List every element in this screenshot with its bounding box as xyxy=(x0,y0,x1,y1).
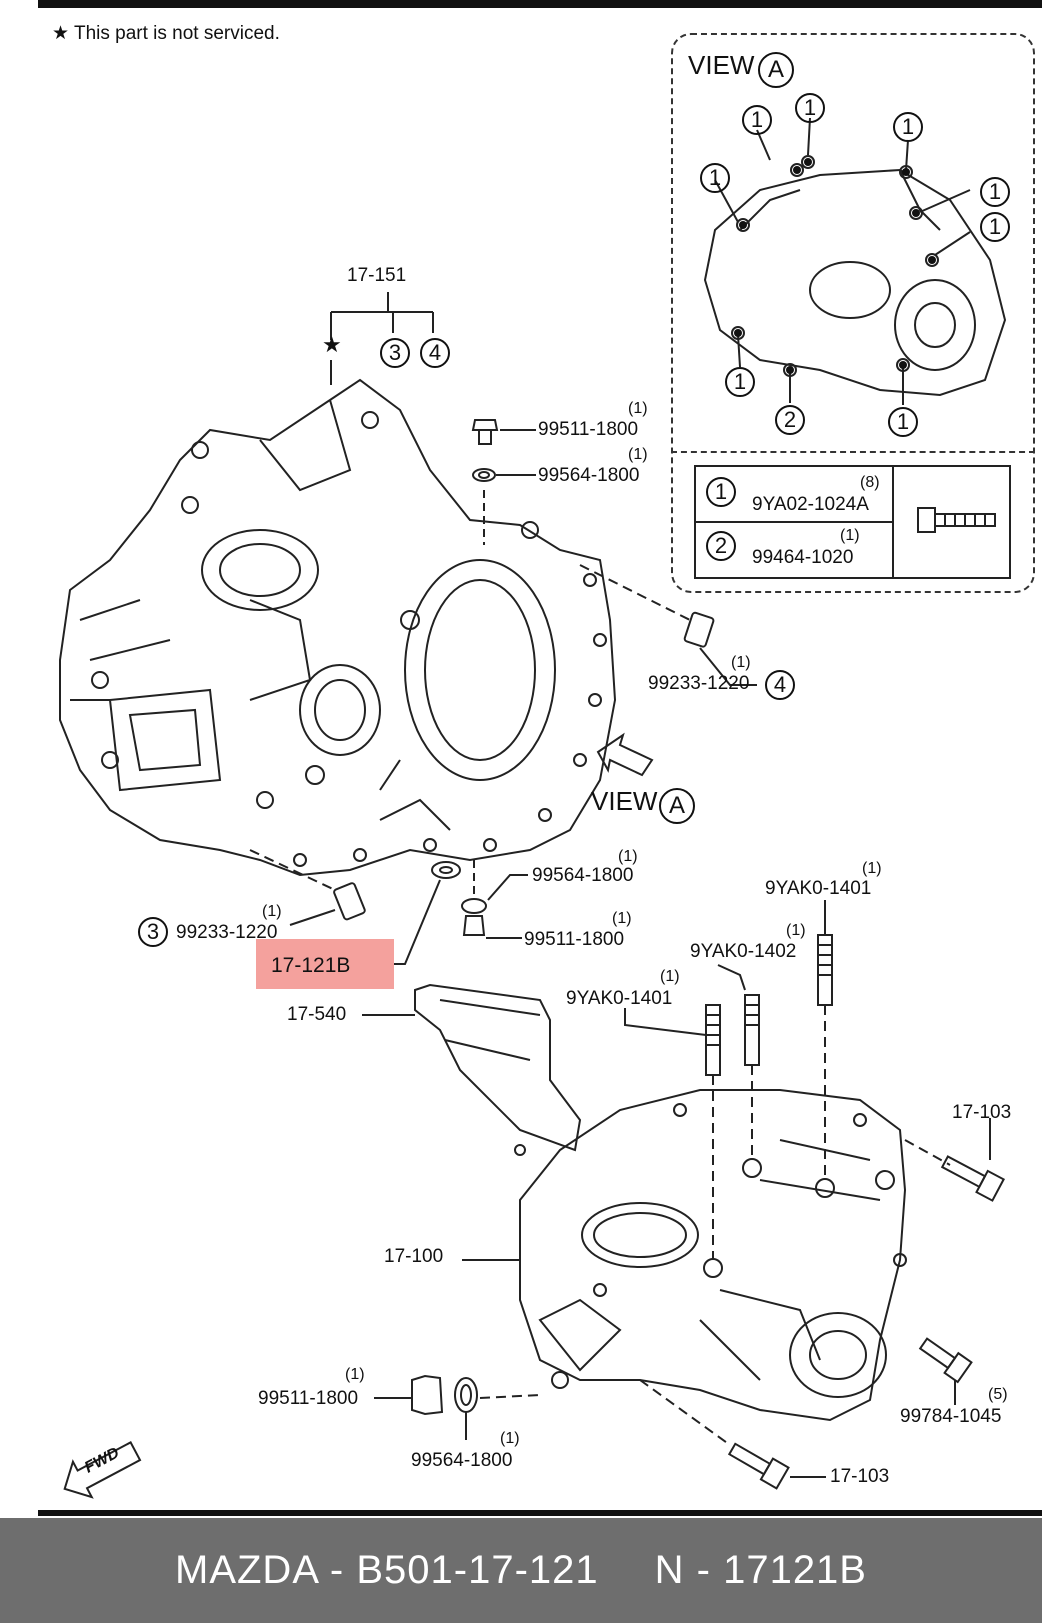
qty-label: (1) xyxy=(786,922,806,939)
bolt-ref-circle: 1 xyxy=(980,177,1010,207)
part-17-103-bottom-label: 17-103 xyxy=(830,1466,890,1487)
part-99564-mid-label: 99564-1800 xyxy=(532,865,634,886)
view-a-word: VIEW xyxy=(591,786,658,816)
view-a-inset-word: VIEW xyxy=(688,50,755,80)
part-99511-top-label: 99511-1800 xyxy=(538,419,639,440)
qty-label: (1) xyxy=(628,446,648,463)
parts-ref-circle: 2 xyxy=(706,531,736,561)
view-a-callout: VIEW xyxy=(591,786,657,817)
transmission-case-drawing xyxy=(519,1089,907,1422)
parts-qty: (8) xyxy=(860,474,880,491)
ref-circle-4: 4 xyxy=(765,670,795,700)
qty-label: (1) xyxy=(500,1430,520,1447)
qty-label: (1) xyxy=(612,910,632,927)
part-17-100-label: 17-100 xyxy=(384,1246,444,1267)
part-99233-left-label: 99233-1220 xyxy=(176,922,278,943)
part-9YAK0-1401-a-label: 9YAK0-1401 xyxy=(765,878,872,899)
parts-table xyxy=(694,465,1012,579)
bolt-17-103-top xyxy=(940,1155,1005,1202)
dowel-pin-right xyxy=(683,611,715,648)
parts-code: 9YA02-1024A xyxy=(752,494,869,515)
exploded-view-drawing xyxy=(59,117,1007,1499)
part-17-540-label: 17-540 xyxy=(287,1004,347,1025)
part-99564-top-label: 99564-1800 xyxy=(538,465,640,486)
part-99784-label: 99784-1045 xyxy=(900,1406,1002,1427)
part-17-121B-label: 17-121B xyxy=(271,954,351,977)
part-17-103-top-label: 17-103 xyxy=(952,1102,1012,1123)
bolt-ref-circle: 1 xyxy=(888,407,918,437)
not-serviced-note: ★ This part is not serviced. xyxy=(52,23,280,44)
parts-table-bolt-cell xyxy=(891,465,1012,579)
part-99511-bottom-label: 99511-1800 xyxy=(258,1388,359,1409)
ref-circle-3: 3 xyxy=(380,338,410,368)
sheet-bottom-rule xyxy=(38,1510,1042,1516)
fwd-arrow-icon xyxy=(63,1441,142,1499)
view-a-inset-title: VIEW xyxy=(688,50,754,81)
part-number-footer: MAZDA - B501-17-121 N - 17121B xyxy=(0,1518,1042,1623)
qty-label: (1) xyxy=(660,968,680,985)
clutch-housing-drawing xyxy=(59,378,617,877)
bolt-99784 xyxy=(918,1337,973,1384)
ref-circle-3: 3 xyxy=(138,917,168,947)
part-99511-mid-label: 99511-1800 xyxy=(524,929,625,950)
qty-label: (1) xyxy=(618,848,638,865)
view-a-inset xyxy=(671,33,1035,593)
qty-label: (5) xyxy=(988,1386,1008,1403)
qty-label: (1) xyxy=(345,1366,365,1383)
qty-label: (1) xyxy=(862,860,882,877)
qty-label: (1) xyxy=(628,400,648,417)
bolt-ref-circle: 1 xyxy=(700,163,730,193)
view-a-divider xyxy=(671,451,1035,453)
view-a-inset-letter: A xyxy=(758,52,794,88)
bolt-17-103-bottom xyxy=(727,1442,790,1490)
part-9YAK0-1401-b-label: 9YAK0-1401 xyxy=(566,988,673,1009)
star-icon: ★ xyxy=(322,332,342,357)
bolt-ref-circle: 1 xyxy=(725,367,755,397)
oem-part-number: N - 17121B xyxy=(654,1548,867,1592)
view-a-letter: A xyxy=(659,788,695,824)
view-a-case-sketch xyxy=(703,155,1007,397)
bolt-ref-circle: 1 xyxy=(893,112,923,142)
qty-label: (1) xyxy=(731,654,751,671)
highlighted-part-box xyxy=(256,939,394,989)
baffle-plate-drawing xyxy=(414,983,582,1156)
bolt-ref-circle: 1 xyxy=(742,105,772,135)
bolt-ref-circle: 1 xyxy=(980,212,1010,242)
drain-plug-top xyxy=(471,419,499,482)
dowel-pin-left xyxy=(333,882,366,921)
bolt-ref-circle: 2 xyxy=(775,405,805,435)
parts-qty: (1) xyxy=(840,527,860,544)
part-17-151-label: 17-151 xyxy=(347,265,407,286)
parts-table-cell xyxy=(694,465,894,523)
stud-bolts xyxy=(705,934,833,1076)
ref-circle-4: 4 xyxy=(420,338,450,368)
part-99564-bottom-label: 99564-1800 xyxy=(411,1450,513,1471)
bolt-ref-circle: 1 xyxy=(795,93,825,123)
part-99233-right-label: 99233-1220 xyxy=(648,673,750,694)
qty-label: (1) xyxy=(262,903,282,920)
part-9YAK0-1402-label: 9YAK0-1402 xyxy=(690,941,797,962)
mazda-part-number: MAZDA - B501-17-121 xyxy=(175,1548,599,1592)
diagram-sheet xyxy=(38,0,1042,1518)
parts-code: 99464-1020 xyxy=(752,547,854,568)
parts-ref-circle: 1 xyxy=(706,477,736,507)
parts-table-row xyxy=(694,465,1012,579)
